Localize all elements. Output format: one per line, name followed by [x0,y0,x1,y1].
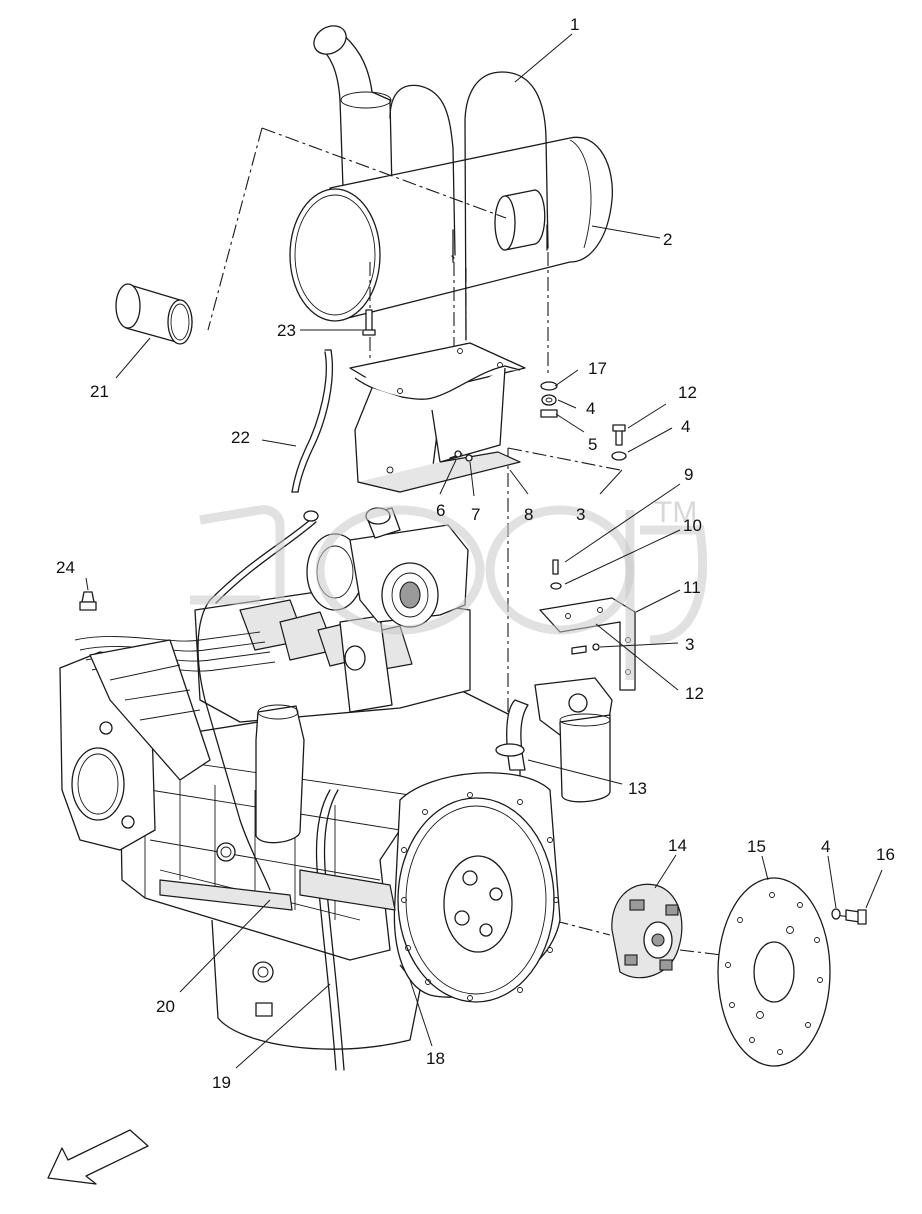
callout-1: 1 [570,15,579,34]
callout-15: 15 [747,837,766,856]
callout-13: 13 [628,779,647,798]
callout-12: 12 [678,383,697,402]
callout-4: 4 [821,837,830,856]
callout-22: 22 [231,428,250,447]
callout-19: 19 [212,1073,231,1092]
callout-9: 9 [684,465,693,484]
callout-3: 3 [685,635,694,654]
callout-5: 5 [588,435,597,454]
callout-20: 20 [156,997,175,1016]
callout-4: 4 [586,399,595,418]
sensor-part [79,591,97,611]
callout-10: 10 [683,516,702,535]
callout-12: 12 [685,684,704,703]
flywheel-housing-bolts [401,792,559,1001]
leader-lines [85,33,883,1069]
callout-14: 14 [668,836,687,855]
elastic-coupling-part [611,883,683,979]
callout-17: 17 [588,359,607,378]
engine-block-part [59,507,636,1071]
bolt-washer-parts [831,908,867,925]
callout-18: 18 [426,1049,445,1068]
callout-11: 11 [683,578,701,597]
muffler-part [289,25,614,341]
callout-labels: 1 2 3 3 4 4 4 5 6 7 8 9 10 11 12 12 13 1… [56,15,895,1092]
callout-16: 16 [876,845,895,864]
callout-4: 4 [681,417,690,436]
exhaust-pipe-part [115,283,193,345]
drain-hose-part [291,349,334,493]
callout-3: 3 [576,505,585,524]
callout-21: 21 [90,382,109,401]
callout-23: 23 [277,321,296,340]
callout-2: 2 [663,230,672,249]
callout-24: 24 [56,558,75,577]
hardware-parts [362,309,627,462]
callout-7: 7 [471,505,480,524]
watermark-tm: TM [654,496,697,529]
flex-plate-part [717,877,831,1067]
callout-6: 6 [436,501,445,520]
muffler-bracket-part [349,342,526,493]
callout-8: 8 [524,505,533,524]
direction-arrow [47,1129,149,1185]
